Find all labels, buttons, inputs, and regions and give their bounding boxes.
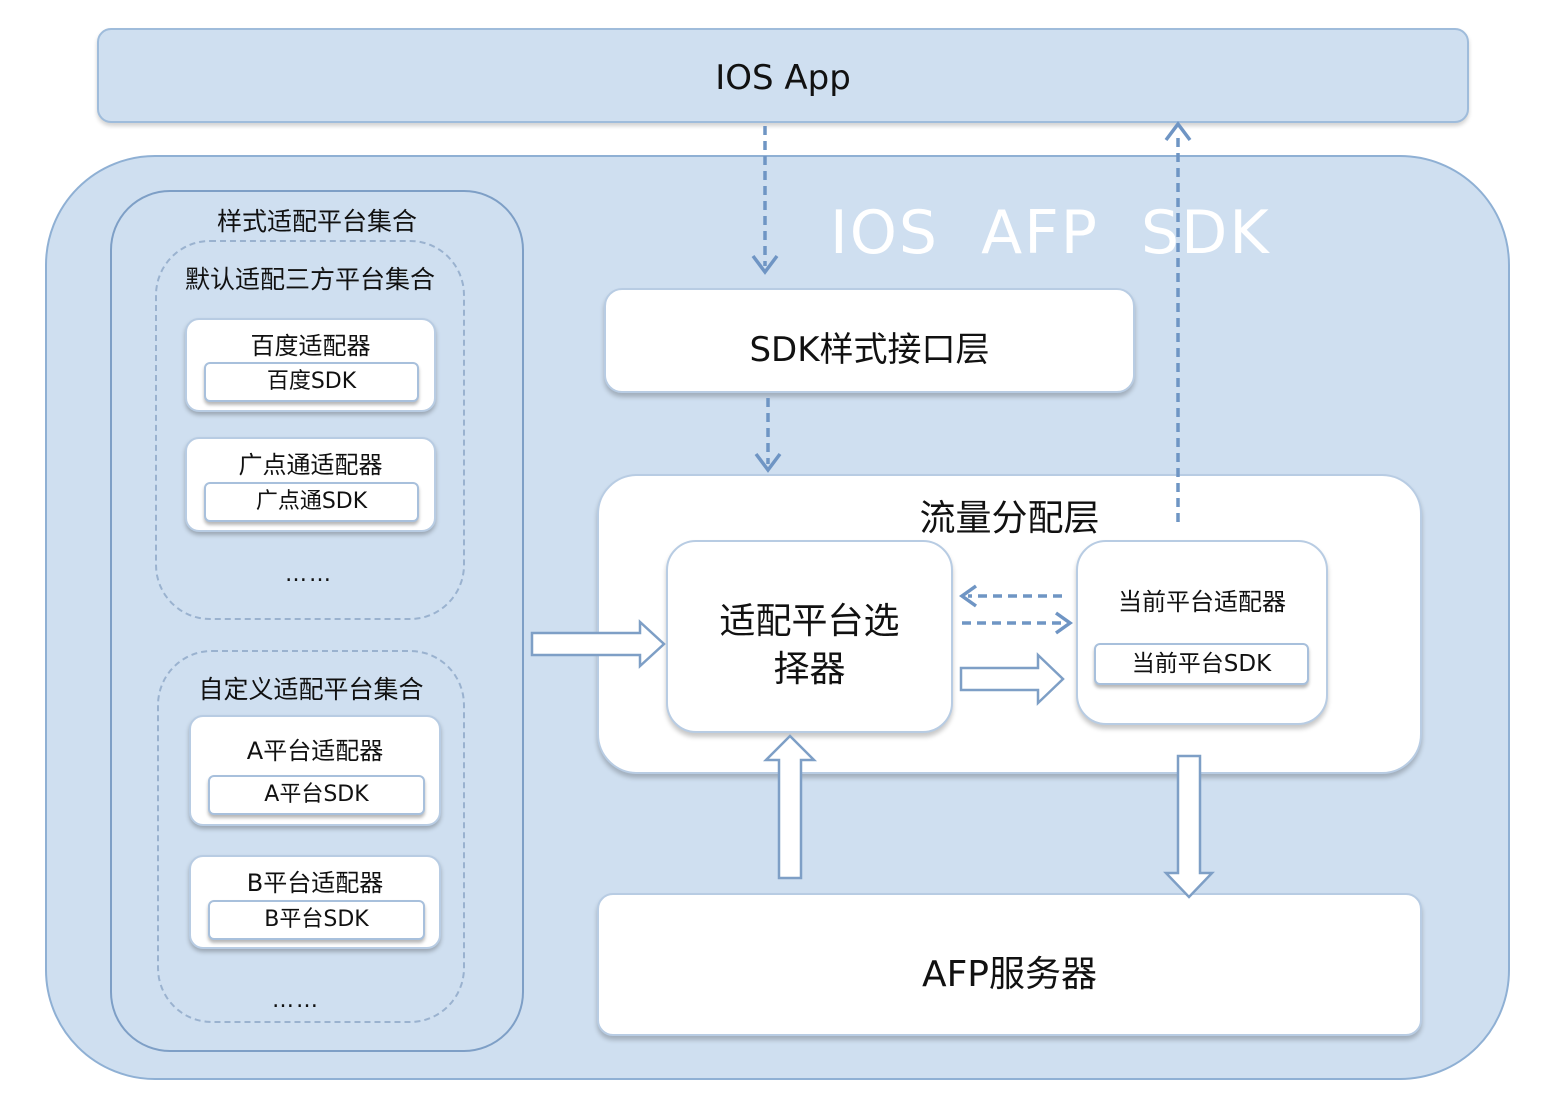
block-arrow-style-set-to-selector	[530, 619, 666, 669]
selector-label-line1: 适配平台选	[719, 601, 900, 642]
adapter-label: A平台适配器	[246, 737, 384, 765]
adapter-label: 百度适配器	[250, 332, 371, 360]
dashed-arrowhead	[754, 452, 782, 473]
dashed-arrowhead	[1164, 121, 1192, 142]
custom-set-ellipsis: ……	[272, 988, 320, 1013]
adapter-label: B平台适配器	[246, 869, 384, 897]
traffic-layer-title: 流量分配层	[919, 498, 1100, 539]
current-platform-adapter: 当前平台适配器 当前平台SDK	[1076, 540, 1328, 725]
dashed-arrowhead	[958, 584, 978, 608]
current-adapter-label: 当前平台适配器	[1118, 588, 1286, 616]
sdk-style-interface-layer: SDK样式接口层	[604, 288, 1135, 393]
block-arrow-traffic-to-server	[1163, 754, 1215, 899]
default-set-ellipsis: ……	[285, 562, 333, 587]
baidu-sdk: 百度SDK	[204, 362, 419, 402]
baidu-adapter: 百度适配器 百度SDK	[185, 318, 436, 412]
custom-set-title: 自定义适配平台集合	[198, 675, 424, 704]
afp-server: AFP服务器	[597, 893, 1422, 1036]
dashed-arrowhead	[1054, 611, 1074, 635]
style-adapter-platform-set: 样式适配平台集合	[110, 190, 524, 1052]
default-set-title: 默认适配三方平台集合	[184, 265, 435, 294]
dashed-arrowhead	[751, 254, 779, 275]
sdk-interface-label: SDK样式接口层	[749, 330, 990, 370]
default-third-party-set: 默认适配三方平台集合	[155, 240, 465, 620]
selector-label-line2: 择器	[773, 649, 846, 690]
block-arrow-selector-to-current	[959, 652, 1065, 706]
current-platform-sdk: 当前平台SDK	[1094, 643, 1309, 685]
guangdiantong-adapter: 广点通适配器 广点通SDK	[185, 437, 436, 532]
guangdiantong-sdk: 广点通SDK	[204, 482, 419, 522]
block-arrow-server-to-selector	[762, 734, 818, 880]
style-set-title: 样式适配平台集合	[216, 207, 417, 236]
platform-a-adapter: A平台适配器 A平台SDK	[189, 715, 441, 826]
platform-b-sdk: B平台SDK	[208, 900, 425, 940]
ios-app-label: IOS App	[715, 58, 851, 98]
sdk-title: IOS AFP SDK	[830, 198, 1271, 268]
platform-b-adapter: B平台适配器 B平台SDK	[189, 855, 441, 949]
custom-adapter-platform-set: 自定义适配平台集合	[157, 650, 465, 1023]
adapter-label: 广点通适配器	[238, 451, 383, 479]
afp-server-label: AFP服务器	[921, 954, 1098, 995]
platform-a-sdk: A平台SDK	[208, 775, 425, 815]
adapter-platform-selector: 适配平台选 择器	[666, 540, 953, 733]
ios-app-bar: IOS App	[97, 28, 1469, 123]
